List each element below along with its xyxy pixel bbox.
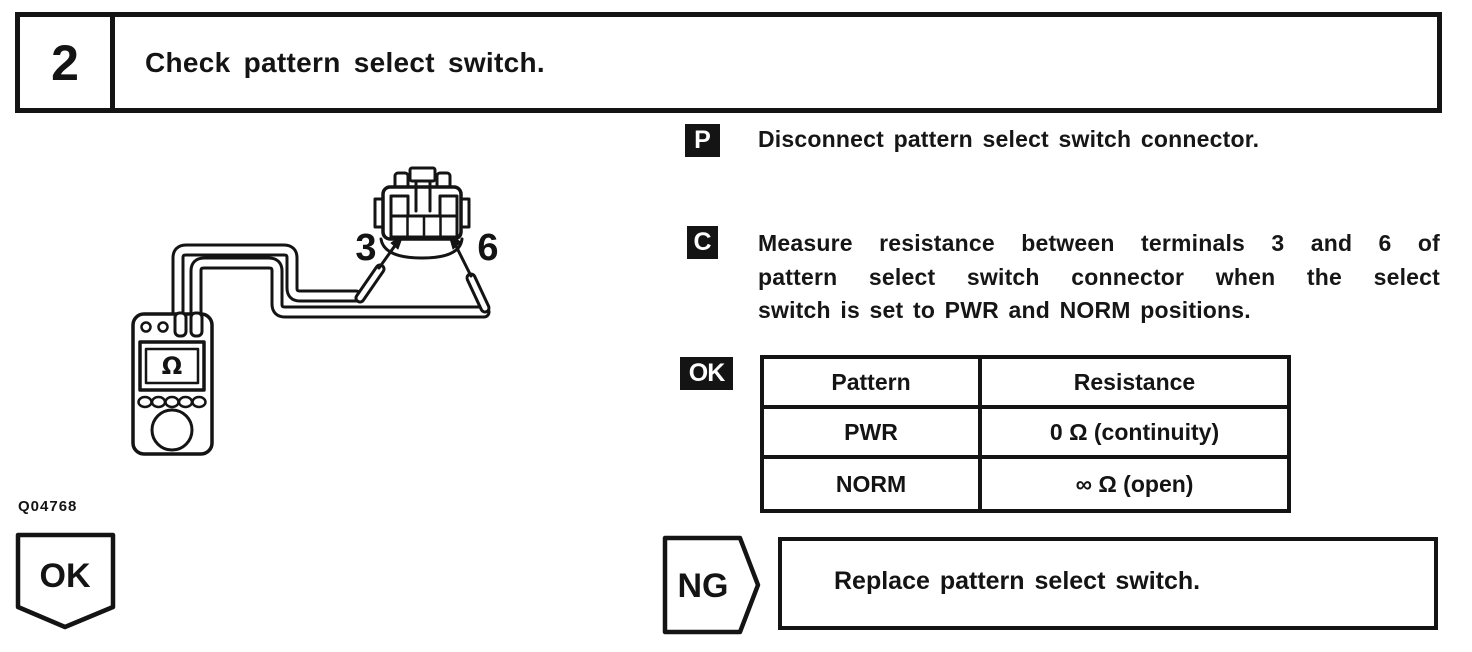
ok-flow-label: OK (40, 557, 91, 595)
check-text-line: switch is set to PWR and NORM positions. (758, 297, 1251, 323)
check-text-line: Measure resistance between terminals 3 a… (758, 230, 1440, 256)
test-lead-wires (171, 243, 491, 325)
ng-result-box: Replace pattern select switch. (778, 537, 1438, 630)
terminal-3-label: 3 (355, 227, 376, 269)
ng-flow-label: NG (678, 567, 729, 605)
ok-marker: OK (680, 357, 733, 390)
resistance-table: Pattern Resistance PWR 0 Ω (continuity) … (760, 355, 1291, 513)
probe-left (354, 234, 404, 304)
step-title-cell: Check pattern select switch. (115, 17, 1437, 108)
test-setup-figure: Ω 3 6 (131, 166, 499, 456)
pattern-select-switch-connector (373, 166, 471, 260)
ng-flow-flag: NG (662, 535, 761, 635)
table-cell: 0 Ω (continuity) (982, 409, 1287, 459)
check-marker: C (687, 226, 718, 259)
table-cell: ∞ Ω (open) (1075, 470, 1194, 497)
table-cell: NORM (764, 459, 982, 509)
ohmmeter (131, 311, 214, 456)
check-text-line: pattern select switch connector when the… (758, 263, 1440, 290)
meter-display-symbol: Ω (162, 352, 182, 380)
terminal-6-label: 6 (477, 227, 498, 269)
step-header-box: 2 Check pattern select switch. (15, 12, 1442, 113)
table-header-resistance: Resistance (982, 359, 1287, 409)
ng-action-text: Replace pattern select switch. (834, 567, 1201, 595)
table-header-pattern: Pattern (764, 359, 982, 409)
step-number: 2 (51, 34, 79, 91)
prepare-marker: P (685, 124, 720, 157)
table-cell: PWR (764, 409, 982, 459)
step-title: Check pattern select switch. (145, 46, 545, 78)
figure-code: Q04768 (18, 498, 78, 515)
ok-flow-flag: OK (15, 532, 116, 630)
check-text: Measure resistance between terminals 3 a… (758, 227, 1440, 328)
prepare-text: Disconnect pattern select switch connect… (758, 126, 1260, 152)
step-number-cell: 2 (20, 17, 115, 108)
